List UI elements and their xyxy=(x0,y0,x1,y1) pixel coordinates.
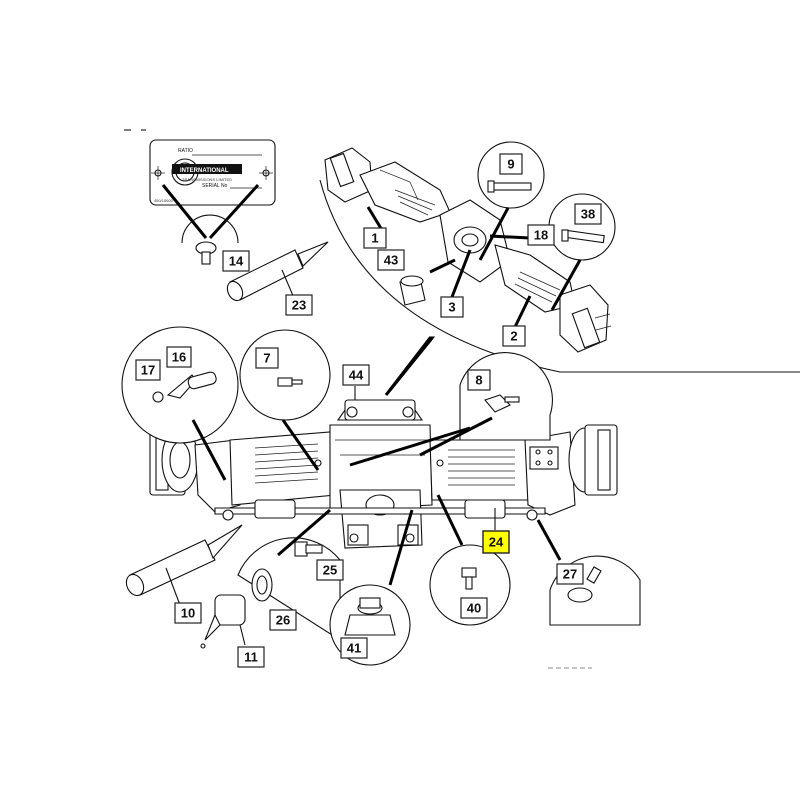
plate-ratio-label: RATIO xyxy=(178,148,193,154)
callout-9[interactable]: 9 xyxy=(499,153,523,175)
callout-43-label: 43 xyxy=(384,253,398,268)
leader-3 xyxy=(450,249,472,298)
callout-43[interactable]: 43 xyxy=(377,249,405,271)
axle-detail-circle xyxy=(319,141,800,396)
callout-2-box xyxy=(502,325,526,347)
callout-10[interactable]: 10 xyxy=(174,602,202,624)
plate-serial-label: SERIAL No xyxy=(202,183,228,189)
callout-11[interactable]: 11 xyxy=(237,646,265,668)
callout-11-label: 11 xyxy=(244,650,258,665)
sealant-tube-23-icon xyxy=(226,241,329,306)
callout-25-label: 25 xyxy=(323,563,337,578)
callout-8-label: 8 xyxy=(475,373,482,388)
callout-17[interactable]: 17 xyxy=(135,359,161,381)
detail-circle-40 xyxy=(429,494,511,626)
plug-43-icon xyxy=(399,275,426,306)
callout-23-box xyxy=(285,294,313,316)
callout-41-box xyxy=(340,637,368,659)
callout-2-label: 2 xyxy=(510,329,517,344)
callout-40-box xyxy=(460,597,488,619)
callout-18[interactable]: 18 xyxy=(527,224,555,246)
callout-44-label: 44 xyxy=(349,368,364,383)
callout-41-label: 41 xyxy=(347,641,361,656)
bolt-9-icon xyxy=(477,141,545,209)
rivet-14-icon xyxy=(181,214,239,265)
plate-brand-line2: TRANSMISSIONS LIMITED xyxy=(182,177,232,182)
callout-1-box xyxy=(363,227,387,249)
plate-part-code: 450/10600 xyxy=(154,198,174,203)
callout-10-box xyxy=(174,602,202,624)
callout-9-box xyxy=(499,153,523,175)
callout-8[interactable]: 8 xyxy=(467,369,491,391)
callout-3-label: 3 xyxy=(448,300,455,315)
serial-plate: RATIO INTERNATIONAL TRANSMISSIONS LIMITE… xyxy=(149,139,276,240)
callout-24-box xyxy=(482,530,510,554)
callout-11-box xyxy=(237,646,265,668)
callout-38[interactable]: 38 xyxy=(574,203,602,225)
callout-44-box xyxy=(342,364,370,386)
axle-housing-detail xyxy=(324,147,612,353)
callout-26-box xyxy=(269,609,297,631)
callout-23-label: 23 xyxy=(292,298,306,313)
callout-1[interactable]: 1 xyxy=(363,227,387,249)
callout-40-label: 40 xyxy=(467,601,481,616)
callout-40[interactable]: 40 xyxy=(460,597,488,619)
callout-24-label: 24 xyxy=(489,535,504,550)
callout-26-label: 26 xyxy=(276,613,290,628)
callout-38-label: 38 xyxy=(581,207,595,222)
sealant-tube-10-icon xyxy=(125,524,243,606)
callout-25[interactable]: 25 xyxy=(316,559,344,581)
callout-16-box xyxy=(166,346,192,368)
callout-18-label: 18 xyxy=(534,228,548,243)
callout-7-label: 7 xyxy=(263,351,270,366)
callout-43-box xyxy=(377,249,405,271)
callout-26[interactable]: 26 xyxy=(269,609,297,631)
leader-38 xyxy=(550,259,582,311)
callout-41[interactable]: 41 xyxy=(340,637,368,659)
callout-17-box xyxy=(135,359,161,381)
callout-3[interactable]: 3 xyxy=(440,296,464,318)
callout-16-label: 16 xyxy=(172,350,186,365)
callout-14[interactable]: 14 xyxy=(222,250,250,272)
callout-16[interactable]: 16 xyxy=(166,346,192,368)
main-axle-assembly xyxy=(149,399,618,549)
callout-27-box xyxy=(556,563,584,585)
callout-44[interactable]: 44 xyxy=(342,364,370,386)
callout-9-label: 9 xyxy=(507,157,514,172)
callout-27[interactable]: 27 xyxy=(556,563,584,585)
detail-circle-17-16 xyxy=(121,326,239,481)
callout-23[interactable]: 23 xyxy=(285,294,313,316)
leader-1 xyxy=(366,206,384,231)
callout-2[interactable]: 2 xyxy=(502,325,526,347)
callout-25-box xyxy=(316,559,344,581)
callout-24[interactable]: 24 xyxy=(482,530,510,554)
leader-18 xyxy=(489,234,531,240)
callout-8-box xyxy=(467,369,491,391)
leader-9 xyxy=(478,207,510,261)
callout-7-box xyxy=(255,347,279,369)
callout-1-label: 1 xyxy=(371,231,378,246)
callout-10-label: 10 xyxy=(181,606,195,621)
callout-14-label: 14 xyxy=(229,254,244,269)
callout-3-box xyxy=(440,296,464,318)
leader-2 xyxy=(513,295,532,328)
callout-14-box xyxy=(222,250,250,272)
callout-17-label: 17 xyxy=(141,363,155,378)
callout-18-box xyxy=(527,224,555,246)
callout-27-label: 27 xyxy=(563,567,577,582)
plate-brand-line1: INTERNATIONAL xyxy=(180,168,229,174)
detail-circle-27 xyxy=(536,519,641,626)
detail-circle-25-26 xyxy=(237,508,341,642)
adhesive-bottle-11-icon xyxy=(200,594,246,649)
leader-43 xyxy=(429,258,456,274)
callout-38-box xyxy=(574,203,602,225)
callout-7[interactable]: 7 xyxy=(255,347,279,369)
